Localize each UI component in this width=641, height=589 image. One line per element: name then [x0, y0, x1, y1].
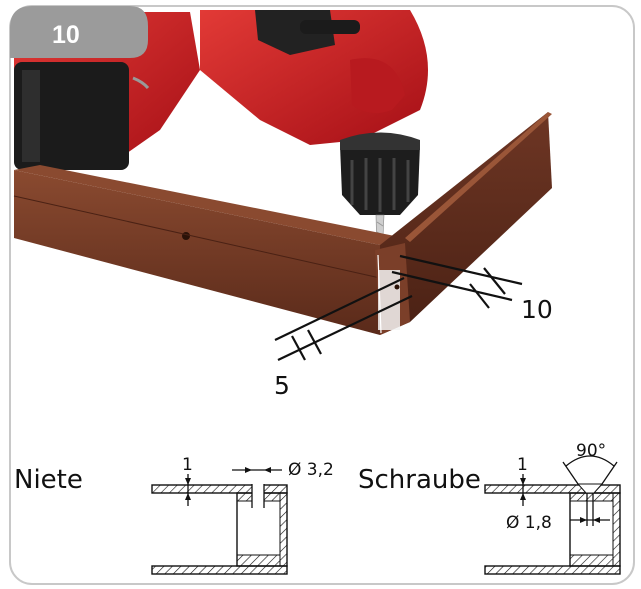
dimension-label-long: 10 — [521, 295, 553, 324]
step-badge: 10 — [10, 6, 148, 58]
rivet-detail: Niete 1 Ø 3,2 — [14, 455, 334, 575]
dimension-label-short: 5 — [274, 371, 290, 400]
panel-frame — [9, 5, 635, 585]
screw-countersink-angle: 90° — [576, 441, 606, 461]
dimension-lines — [274, 254, 523, 361]
screw-label: Schraube — [358, 465, 481, 495]
rivet-hole-diameter: Ø 3,2 — [288, 460, 334, 480]
screw-wall-thickness: 1 — [517, 455, 528, 475]
screw-detail: Schraube 90° 1 Ø 1,8 — [358, 441, 621, 575]
rivet-wall-thickness: 1 — [182, 455, 193, 475]
rivet-label: Niete — [14, 465, 83, 495]
screw-hole-diameter: Ø 1,8 — [506, 513, 552, 533]
drill-battery — [14, 62, 129, 170]
corner-connector — [378, 270, 400, 330]
step-number: 10 — [52, 21, 80, 49]
